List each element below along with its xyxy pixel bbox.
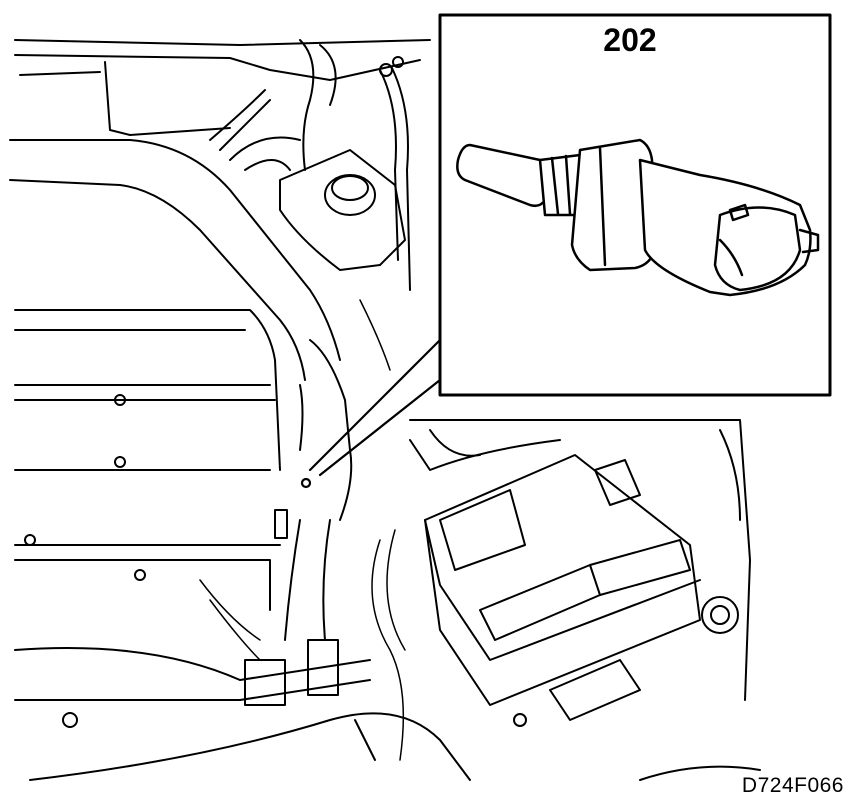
wiring-harness [199,299,406,761]
temperature-sensor-icon [456,138,820,297]
right-fender [409,419,761,781]
battery [409,439,701,721]
lower-hoses [14,509,471,781]
figure-code: D724F066 [741,774,844,797]
engine-block [14,309,281,728]
hoses-top [209,39,411,291]
brake-reservoir [229,136,406,271]
top-frame [14,39,431,136]
callout-number: 202 [603,22,657,58]
intake-pipe [9,139,353,521]
callout-leader [300,338,442,489]
